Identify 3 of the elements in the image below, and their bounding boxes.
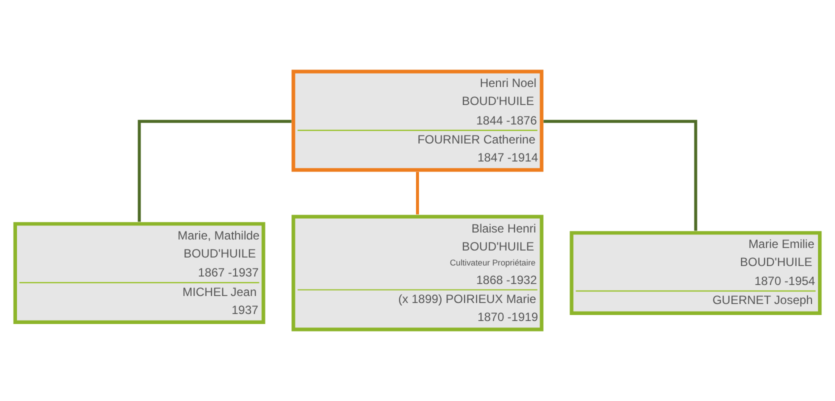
connector (138, 120, 292, 222)
connector (544, 120, 698, 231)
connector (416, 172, 419, 214)
